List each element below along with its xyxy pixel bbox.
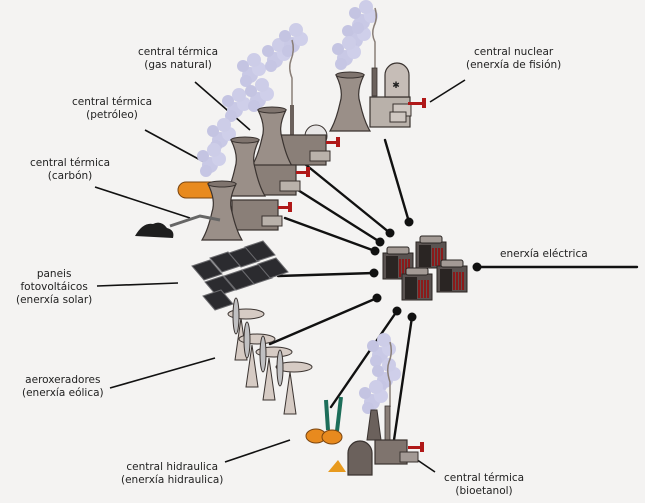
svg-text:✱: ✱ — [392, 81, 400, 91]
label-line: fotovoltáicos — [20, 281, 88, 293]
bioethanol-plant-illustration — [328, 333, 424, 476]
label-bioethanol-plant: central térmica (bioetanol) — [444, 472, 524, 498]
line-gas — [298, 158, 392, 235]
label-line: enerxía eléctrica — [500, 248, 588, 260]
label-line: (enerxía eólica) — [22, 387, 104, 399]
transformers-hub — [382, 235, 468, 301]
line-solar — [276, 271, 376, 278]
hydro-plant-illustration — [305, 396, 343, 445]
label-line: (bioetanol) — [455, 485, 513, 497]
connector-dots — [369, 217, 482, 322]
label-electric-energy: enerxía eléctrica — [500, 248, 588, 261]
label-wind-turbines: aeroxeradores (enerxía eólica) — [22, 374, 104, 400]
label-gas-plant: central térmica (gas natural) — [138, 46, 218, 72]
label-line: (enerxía hidraulica) — [121, 474, 224, 486]
solar-panels-illustration — [191, 240, 289, 311]
label-line: (gas natural) — [144, 59, 212, 71]
dot-nuclear — [404, 217, 414, 227]
dot-output — [472, 262, 482, 272]
label-line: central térmica — [30, 157, 111, 169]
label-line: (carbón) — [47, 170, 93, 182]
label-line: central hidraulica — [126, 461, 219, 473]
label-hydro-plant: central hidraulica (enerxía hidraulica) — [121, 461, 223, 487]
label-line: aeroxeradores — [25, 374, 101, 386]
label-line: (enerxía de fisión) — [466, 59, 562, 71]
label-line: (enerxía solar) — [16, 294, 93, 306]
line-wind — [268, 296, 379, 346]
connector-lines — [268, 138, 639, 442]
line-hydro — [329, 309, 399, 409]
nuclear-plant-illustration: ✱ — [329, 0, 426, 132]
label-petroleum-plant: central térmica (petróleo) — [72, 96, 152, 122]
dot-gas — [385, 228, 395, 238]
label-line: (petróleo) — [86, 109, 138, 121]
dot-petroleum — [375, 237, 385, 247]
dot-coal — [370, 246, 380, 256]
line-nuclear — [383, 138, 411, 224]
line-coal — [283, 216, 377, 253]
label-line: central térmica — [444, 472, 525, 484]
label-nuclear-plant: central nuclear (enerxía de fisión) — [466, 46, 561, 72]
dot-hydro — [392, 306, 402, 316]
dot-wind — [372, 293, 382, 303]
label-solar-panels: paneis fotovoltáicos (enerxía solar) — [16, 268, 92, 307]
wind-turbines-illustration — [227, 297, 313, 415]
label-line: paneis — [36, 268, 72, 280]
thermal-plants-illustration — [135, 23, 341, 241]
line-bioethanol — [392, 315, 414, 442]
label-line: central nuclear — [474, 46, 554, 58]
leader-lines — [94, 79, 466, 473]
label-line: central térmica — [72, 96, 153, 108]
dot-bioethanol — [407, 312, 417, 322]
label-line: central térmica — [138, 46, 219, 58]
dot-solar — [369, 268, 379, 278]
label-coal-plant: central térmica (carbón) — [30, 157, 110, 183]
line-petroleum — [288, 183, 382, 244]
